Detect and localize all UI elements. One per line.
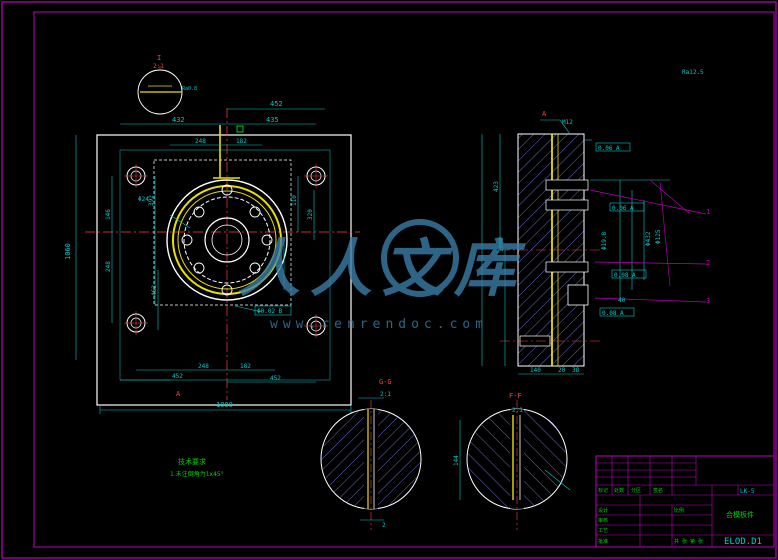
dim-432: 432 [172, 116, 185, 124]
watermark-url: www.renrendoc.com [270, 317, 488, 332]
tech-req-title: 技术要求 [178, 457, 206, 466]
side-phi-b: Φ125 [655, 229, 662, 244]
sheet-inner-border [33, 11, 775, 548]
side-phi-a: Φ432 [645, 231, 652, 246]
tb-cell-e: 设计 [598, 507, 608, 514]
balloon-1: 1 [706, 208, 710, 216]
side-40: 40 [618, 297, 626, 304]
section-ff-scale: 2:1 [512, 407, 523, 414]
side-tol2: 0.06 A [612, 205, 634, 212]
tb-name: 合模板件 [726, 510, 754, 519]
detail-label: I [157, 54, 161, 62]
dim-435: 435 [266, 116, 279, 124]
tb-cell-d: 签名 [653, 487, 663, 494]
side-1000: 1000 [498, 237, 505, 252]
dim-1060: 1060 [64, 243, 72, 260]
tb-cell-h: 批准 [598, 538, 608, 545]
plan-view: 452 432 435 248 182 1060 248 146 392 110… [64, 100, 360, 414]
section-gg-scale: 2:1 [380, 391, 391, 398]
dim-248-bottom: 248 [198, 363, 209, 370]
dim-452-top: 452 [270, 100, 283, 108]
side-arrow-a: A [542, 110, 547, 118]
dim-452-br: 452 [270, 375, 281, 382]
side-tol1: 0.06 A [598, 145, 620, 152]
dim-248-left: 248 [105, 261, 112, 272]
title-block: 标记 处数 分区 签名 设计 审核 工艺 批准 比例 共 张 第 张 合模板件 … [595, 455, 775, 548]
dim-462: 462 [151, 285, 158, 296]
section-gg-label: G-G [379, 378, 392, 386]
tb-sub: LK-5 [740, 488, 755, 495]
section-gg-dim2: 2 [382, 522, 386, 529]
watermark-brand: 人人文库 [238, 232, 526, 305]
corner-holes [124, 164, 328, 338]
dim-1000: 1000 [216, 401, 233, 409]
tech-req-item1: 1.未注倒角为1x45° [170, 470, 224, 478]
dim-452-bottom: 452 [172, 373, 183, 380]
section-ff: F-F 2:1 144 [453, 392, 571, 530]
tb-cell-j: 共 张 [674, 538, 687, 545]
dim-182-bottom: 182 [240, 363, 251, 370]
watermark: 人人文库 www.renrendoc.com [238, 219, 526, 332]
section-ff-label: F-F [509, 392, 522, 400]
tb-cell-a: 标记 [598, 487, 608, 494]
section-ff-144: 144 [453, 455, 460, 466]
dim-248-top: 248 [195, 138, 206, 145]
tb-cell-k: 第 张 [690, 538, 703, 545]
detail-note: Ra0.8 [182, 86, 197, 92]
dim-4: 4 [277, 264, 284, 268]
dim-phi-b: Φ0.02 B [257, 308, 283, 315]
detail-callout-top: I 2:1 Ra0.8 [137, 54, 197, 115]
section-gg: G-G 2:1 2 [320, 378, 422, 530]
tb-cell-b: 处数 [614, 487, 624, 494]
side-phi-c: Φ19.8 [601, 232, 608, 250]
tb-cell-g: 工艺 [598, 528, 608, 534]
dim-392: 392 [148, 195, 155, 206]
dim-146: 146 [105, 209, 112, 220]
side-m12: M12 [562, 119, 573, 126]
roughness-note: Ra12.5 [682, 69, 704, 76]
dim-110: 110 [291, 195, 298, 206]
tb-cell-f: 审核 [598, 517, 608, 524]
detail-scale: 2:1 [153, 63, 164, 70]
side-38: 38 [572, 367, 580, 374]
side-140: 140 [530, 367, 541, 374]
tb-cell-c: 分区 [631, 487, 641, 494]
side-tol4: 0.08 A [602, 310, 624, 317]
plate-outline [96, 134, 352, 406]
datum-a: A [176, 390, 181, 398]
balloon-2: 2 [706, 259, 710, 267]
side-20: 20 [558, 367, 566, 374]
side-423: 423 [493, 181, 500, 192]
balloon-3: 3 [706, 297, 710, 305]
side-section-view: M12 0.06 A 0.06 A 0.08 A 0.08 A 423 1000… [481, 110, 710, 375]
dim-phi24: Φ24 [138, 196, 149, 203]
dim-320: 320 [307, 209, 314, 220]
tb-code: ELOD.D1 [724, 537, 762, 547]
tb-cell-i: 比例 [674, 507, 684, 514]
side-tol3: 0.08 A [614, 272, 636, 279]
dim-182-top: 182 [236, 138, 247, 145]
